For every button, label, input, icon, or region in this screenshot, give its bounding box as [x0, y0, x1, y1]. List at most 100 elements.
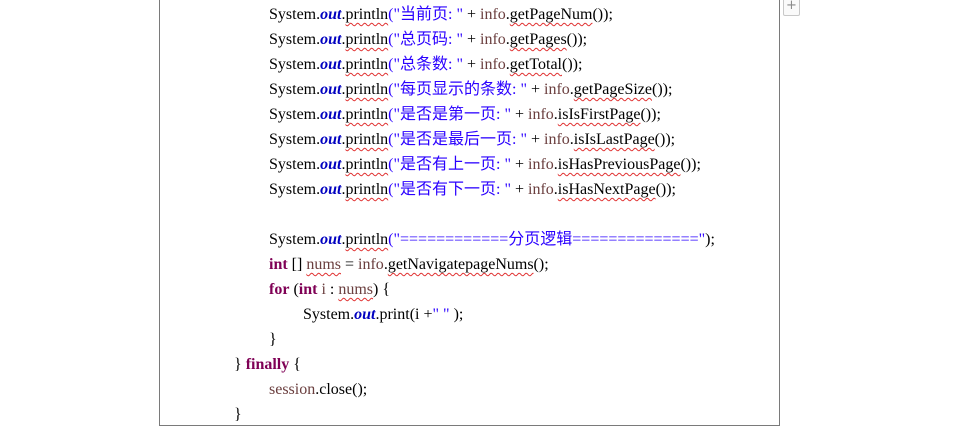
- code-token: nums: [338, 281, 374, 298]
- code-token: .: [553, 181, 558, 198]
- code-token: finally: [245, 356, 290, 373]
- code-token: .: [569, 81, 574, 98]
- code-token: info: [528, 156, 554, 173]
- code-token: out: [320, 156, 342, 173]
- code-line: System.out.print(i +" " );: [303, 302, 463, 327]
- code-token: .: [315, 381, 320, 398]
- code-token: (: [289, 281, 299, 298]
- code-token: ());: [654, 131, 676, 148]
- code-token: .: [341, 31, 346, 48]
- code-token: ());: [562, 56, 583, 73]
- code-token: ());: [592, 6, 613, 23]
- code-line: } finally {: [234, 352, 301, 377]
- code-token: nums: [306, 256, 341, 273]
- code-token: .: [505, 31, 510, 48]
- code-line: System.out.println("============分页逻辑====…: [269, 227, 715, 252]
- code-token: .: [569, 131, 574, 148]
- plus-icon: +: [786, 0, 797, 13]
- code-token: .: [316, 6, 321, 23]
- code-token: .: [341, 6, 346, 23]
- code-line: System.out.println("每页显示的条数: " + info.ge…: [269, 77, 672, 102]
- code-token: .: [316, 106, 321, 123]
- code-token: println: [345, 81, 389, 98]
- code-token: ("是否有下一页: ": [388, 181, 511, 198]
- code-token: ("总条数: ": [388, 56, 463, 73]
- code-token: out: [320, 131, 342, 148]
- code-token: );: [449, 306, 464, 323]
- code-token: println: [345, 56, 389, 73]
- code-token: info: [544, 131, 570, 148]
- code-token: i: [415, 306, 420, 323]
- code-token: +: [462, 6, 481, 23]
- code-token: .: [341, 181, 346, 198]
- code-token: out: [320, 31, 342, 48]
- code-token: .: [316, 181, 321, 198]
- code-token: );: [705, 231, 715, 248]
- code-token: .: [350, 306, 355, 323]
- code-block: System.out.println("当前页: " + info.getPag…: [160, 0, 779, 425]
- code-token: ("是否有上一页: ": [388, 156, 511, 173]
- code-token: .: [341, 106, 346, 123]
- code-token: out: [320, 106, 342, 123]
- code-token: +: [462, 31, 481, 48]
- code-token: out: [320, 231, 342, 248]
- code-token: .: [553, 156, 558, 173]
- zoom-in-button[interactable]: +: [783, 0, 800, 16]
- code-token: int: [269, 256, 288, 273]
- code-token: .: [341, 56, 346, 73]
- code-token: out: [320, 81, 342, 98]
- code-token: .: [341, 231, 346, 248]
- code-token: +: [526, 81, 545, 98]
- code-token: System: [269, 81, 317, 98]
- code-token: out: [320, 181, 342, 198]
- code-token: }: [234, 356, 246, 373]
- code-token: }: [234, 406, 242, 423]
- code-token: ("============分页逻辑==============": [388, 231, 706, 248]
- code-token: .: [341, 156, 346, 173]
- code-token: print: [379, 306, 410, 323]
- code-token: println: [345, 156, 389, 173]
- code-token: ());: [566, 31, 588, 48]
- code-token: System: [269, 6, 317, 23]
- code-token: .: [383, 256, 388, 273]
- code-token: .: [316, 81, 321, 98]
- code-token: info: [358, 256, 384, 273]
- code-token: +: [510, 156, 529, 173]
- code-token: .: [341, 131, 346, 148]
- code-token: .: [505, 56, 510, 73]
- code-token: println: [345, 181, 389, 198]
- code-token: getPageSize: [573, 81, 652, 98]
- code-line: session.close();: [269, 377, 367, 402]
- code-token: .: [553, 106, 558, 123]
- code-token: isHasPreviousPage: [557, 156, 681, 173]
- code-token: ("是否是第一页: ": [388, 106, 511, 123]
- code-line: for (int i : nums) {: [269, 277, 390, 302]
- code-token: int: [298, 281, 318, 298]
- code-token: .: [341, 81, 346, 98]
- code-token: info: [480, 31, 506, 48]
- code-token: System: [269, 106, 317, 123]
- code-token: ());: [652, 81, 673, 98]
- code-token: info: [480, 6, 506, 23]
- code-token: (: [409, 306, 416, 323]
- code-token: ());: [680, 156, 701, 173]
- code-token: println: [345, 131, 389, 148]
- code-token: info: [528, 181, 554, 198]
- code-token: System: [269, 131, 317, 148]
- code-token: " ": [432, 306, 450, 323]
- code-token: .: [316, 31, 321, 48]
- code-token: out: [320, 56, 342, 73]
- code-token: +: [419, 306, 433, 323]
- code-token: i: [321, 281, 326, 298]
- code-token: getPageNum: [509, 6, 593, 23]
- code-token: getPages: [509, 31, 567, 48]
- code-token: .: [316, 156, 321, 173]
- code-token: ("总页码: ": [388, 31, 463, 48]
- code-token: println: [345, 6, 389, 23]
- code-token: +: [462, 56, 481, 73]
- code-token: ("每页显示的条数: ": [388, 81, 527, 98]
- code-token: getTotal: [509, 56, 562, 73]
- code-token: []: [287, 256, 307, 273]
- code-line: }: [234, 402, 242, 427]
- code-token: ("是否是最后一页: ": [388, 131, 527, 148]
